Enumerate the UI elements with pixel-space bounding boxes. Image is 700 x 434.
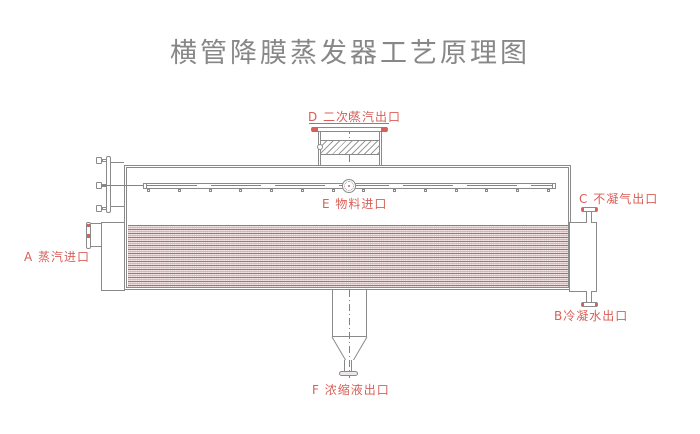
secondary-steam-flange — [311, 127, 388, 132]
label-feed-inlet: E 物料进口 — [322, 197, 388, 211]
spray-nozzle — [239, 189, 243, 192]
label-noncondensable-outlet: C 不凝气出口 — [579, 192, 659, 206]
secondary-steam-hatch — [320, 140, 380, 155]
vertical-centerline-bottom — [349, 290, 350, 378]
diagram-title: 横管降膜蒸发器工艺原理图 — [170, 38, 530, 69]
bolt-icon — [102, 159, 107, 162]
bolt-circle-icon — [344, 181, 354, 191]
bolt-icon — [96, 182, 102, 189]
condensate-flange — [581, 302, 598, 307]
noncondensable-pipe — [586, 211, 592, 223]
vertical-centerline-top — [349, 113, 350, 197]
spray-nozzle — [177, 189, 181, 192]
concentrate-flange — [339, 371, 358, 376]
spray-nozzle — [423, 189, 427, 192]
spray-nozzle — [147, 189, 150, 192]
label-underline — [309, 123, 389, 124]
bolt-icon — [96, 205, 102, 212]
flange-gasket-mark — [381, 127, 387, 132]
noncondensable-flange — [581, 207, 598, 212]
concentrate-hopper — [332, 290, 367, 337]
spray-nozzle — [485, 189, 489, 192]
tube-bundle — [128, 225, 568, 287]
bolt-icon — [102, 207, 107, 210]
flange-gasket-mark — [582, 208, 584, 211]
spray-pipe-end-box — [111, 162, 124, 207]
flange-gasket-mark — [312, 127, 318, 132]
spray-nozzle — [362, 189, 366, 192]
condensate-pipe — [586, 291, 592, 303]
label-condensate-outlet: B冷凝水出口 — [554, 309, 629, 323]
label-concentrate-outlet: F 浓缩液出口 — [312, 383, 390, 397]
feed-pipe-centerline — [103, 185, 146, 186]
right-water-box — [569, 222, 597, 292]
label-steam-inlet: A 蒸汽进口 — [24, 250, 91, 264]
bolt-icon — [317, 144, 323, 150]
spray-nozzle — [270, 189, 274, 192]
bolt-icon — [96, 157, 102, 164]
feed-inlet-flange — [342, 179, 356, 193]
concentrate-spout — [344, 360, 352, 372]
spray-nozzle — [547, 189, 550, 192]
left-water-box — [101, 222, 125, 291]
spray-nozzle — [300, 189, 304, 192]
spray-nozzle — [208, 189, 212, 192]
label-secondary-steam-outlet: D 二次蒸汽出口 — [308, 110, 402, 124]
concentrate-cone — [331, 336, 368, 361]
steam-inlet-pipe — [91, 223, 101, 247]
flange-gasket-mark — [582, 303, 584, 306]
flange-gasket-mark — [87, 234, 90, 238]
spray-nozzle — [393, 189, 397, 192]
center-dot — [348, 185, 350, 187]
flange-gasket-mark — [87, 224, 90, 227]
flange-gasket-mark — [595, 303, 597, 306]
spray-nozzle — [516, 189, 520, 192]
flange-gasket-mark — [595, 208, 597, 211]
spray-nozzle — [454, 189, 458, 192]
spray-nozzle — [331, 189, 335, 192]
